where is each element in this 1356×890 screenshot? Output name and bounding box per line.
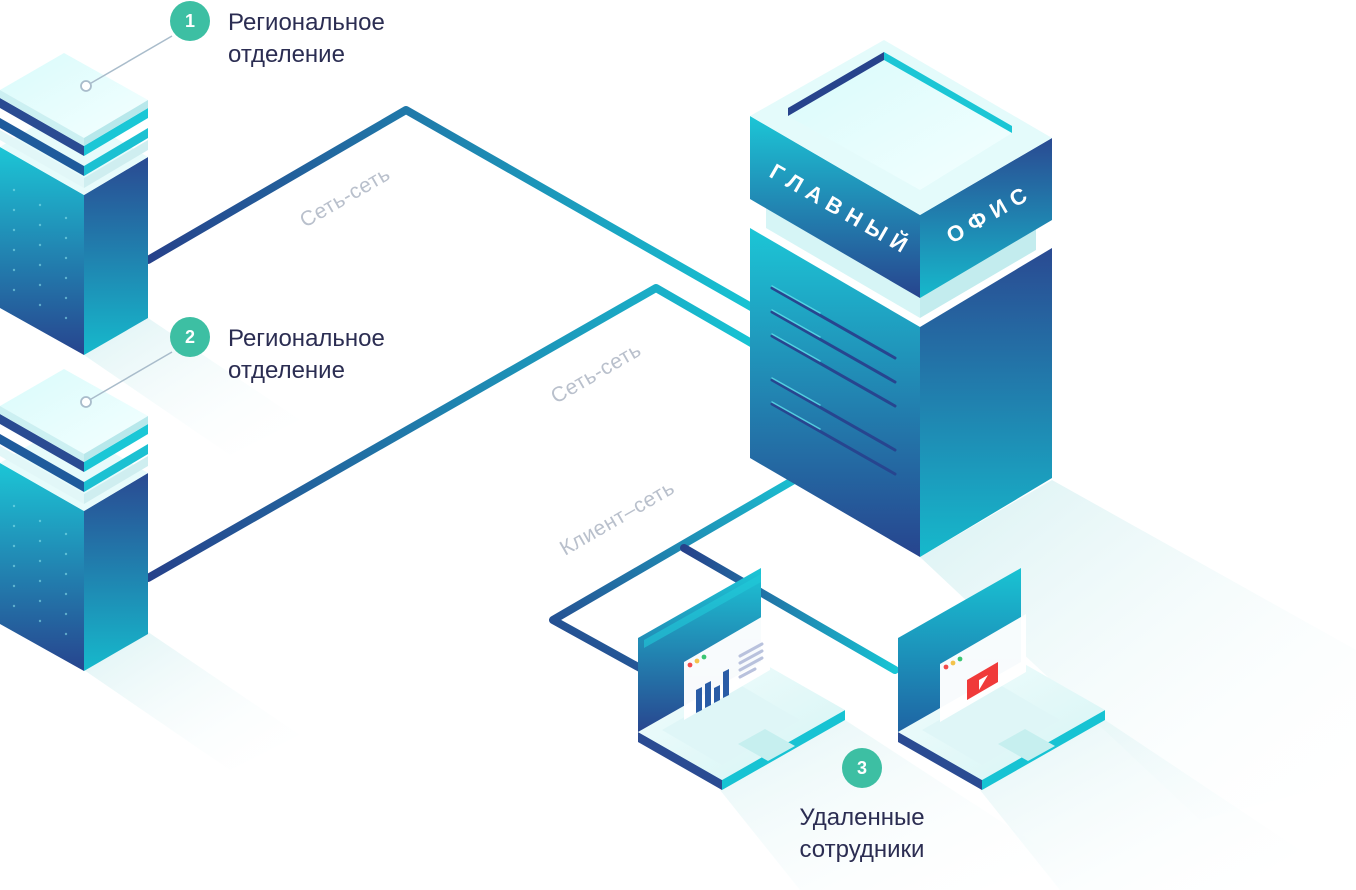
- badge-1: [170, 1, 210, 41]
- site-to-site-label-2: Сеть-сеть: [547, 338, 645, 408]
- badge-2-number: 2: [185, 327, 195, 347]
- client-to-site-link: [549, 462, 822, 672]
- server-icon: [0, 53, 148, 355]
- callout-regional-1: 1 Региональное отделение: [80, 1, 385, 92]
- laptop-icon: [898, 568, 1105, 790]
- callout-remote: 3 Удаленные сотрудники: [799, 748, 925, 863]
- remote-label-line2: сотрудники: [800, 836, 925, 863]
- site-to-site-link-2: [144, 284, 764, 582]
- badge-2: [170, 317, 210, 357]
- video-play-icon: [967, 662, 998, 700]
- client-to-site-branch: [680, 544, 899, 674]
- regional-2-label-line1: Региональное: [228, 325, 385, 352]
- site-to-site-label-1: Сеть-сеть: [296, 162, 394, 232]
- regional-2-label-line2: отделение: [228, 357, 345, 384]
- callout-regional-2: 2 Региональное отделение: [80, 317, 385, 408]
- client-to-site-label: Клиент–сеть: [556, 476, 679, 560]
- badge-3: [842, 748, 882, 788]
- laptop-icon: [638, 568, 845, 790]
- regional-1-label-line1: Региональное: [228, 9, 385, 36]
- badge-1-number: 1: [185, 11, 195, 31]
- regional-1-label-line2: отделение: [228, 41, 345, 68]
- head-office-tower: ГЛАВНЫЙ ОФИС: [750, 40, 1052, 557]
- site-to-site-link-1: [144, 106, 764, 316]
- chart-icon: [696, 642, 764, 713]
- shadows: [84, 318, 1356, 890]
- vent-stripes: [770, 286, 897, 476]
- server-icon: [0, 369, 148, 671]
- connection-lines: [144, 106, 899, 674]
- remote-label-line1: Удаленные: [799, 804, 924, 831]
- badge-3-number: 3: [857, 758, 867, 778]
